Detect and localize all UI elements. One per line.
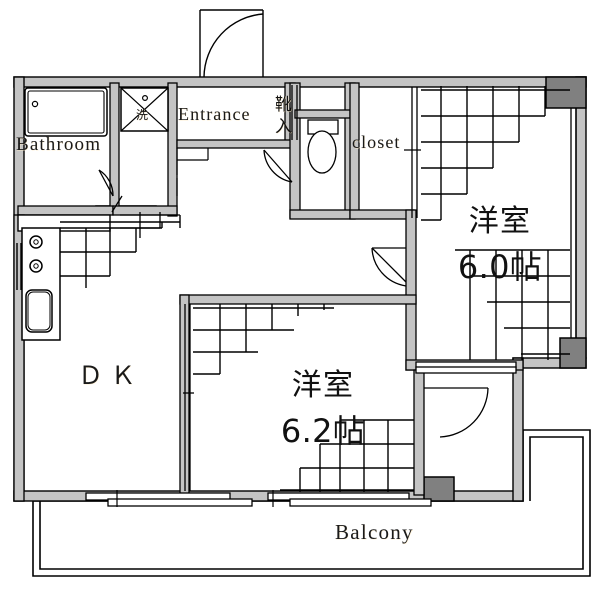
stove-burner-icon <box>29 259 43 273</box>
entrance-step <box>176 148 209 175</box>
drain-icon <box>31 100 39 108</box>
hatch-closet-room60 <box>421 86 570 221</box>
room62-corridor-door[interactable] <box>424 387 489 438</box>
bathroom-fixtures <box>17 87 111 232</box>
hatch-closet-room62 <box>193 304 334 375</box>
sliding-partitions[interactable] <box>183 85 577 491</box>
washing-machine-pan <box>120 87 169 132</box>
bathtub <box>24 87 108 137</box>
window-mullions <box>116 490 274 507</box>
entrance-door[interactable] <box>199 9 264 78</box>
toilet-fixture <box>307 119 339 174</box>
hatch-corridor-small <box>120 212 180 238</box>
stove-burner-icon <box>29 235 43 249</box>
balcony-windows[interactable] <box>85 361 517 507</box>
vanity-counter <box>17 214 111 232</box>
bathroom-door[interactable] <box>98 169 114 197</box>
hall-door[interactable] <box>111 195 123 213</box>
kitchen-counter <box>21 227 61 341</box>
room60-door[interactable] <box>371 247 407 287</box>
toilet-door[interactable] <box>263 149 293 183</box>
kitchen-window[interactable] <box>16 243 22 290</box>
hatch-room60-lower <box>455 249 570 360</box>
kitchen-sink <box>25 289 53 333</box>
hatch-room62-lower <box>280 419 414 492</box>
